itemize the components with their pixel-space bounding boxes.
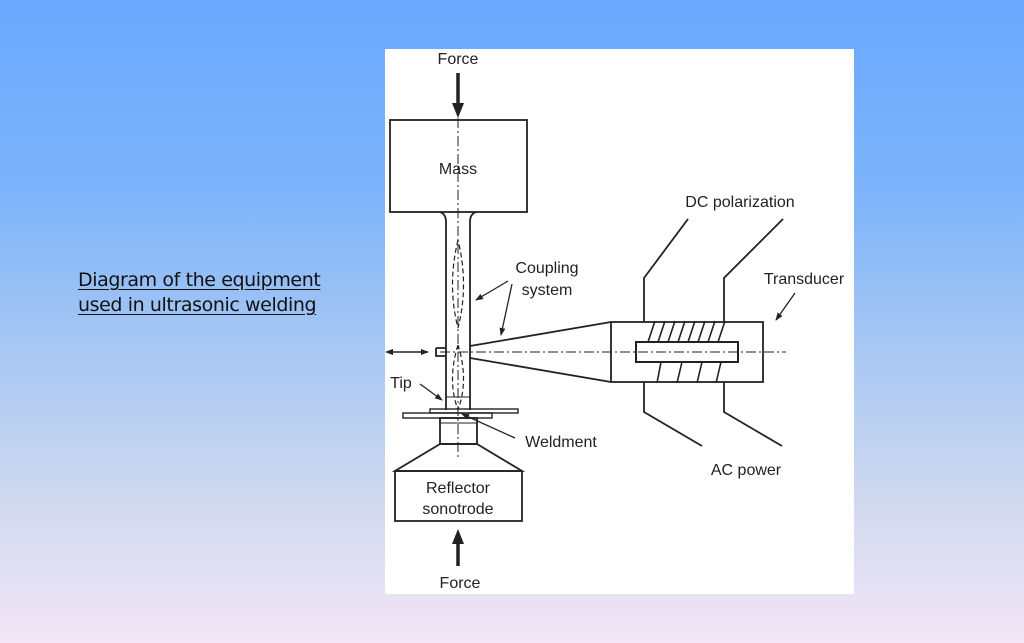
- label-weldment: Weldment: [525, 434, 597, 451]
- label-mass: Mass: [439, 161, 477, 178]
- horn: [435, 321, 612, 383]
- label-ac-power: AC power: [711, 462, 782, 479]
- reflector-sonotrode-block: [394, 470, 523, 522]
- label-reflector-line1: Reflector: [426, 480, 491, 497]
- coupling-leader-stem: [475, 280, 509, 301]
- label-coupling-line1: Coupling: [515, 260, 578, 277]
- coupling-stem: [439, 211, 477, 410]
- label-force-top: Force: [438, 51, 479, 68]
- centerline: [440, 118, 786, 460]
- label-reflector-line2: sonotrode: [422, 501, 493, 518]
- force-arrow-top: [452, 73, 464, 118]
- transducer-leader: [775, 292, 796, 321]
- label-transducer: Transducer: [764, 271, 845, 288]
- label-coupling-line2: system: [522, 282, 573, 299]
- coupling-leader-horn: [499, 283, 513, 336]
- ac-power-lead-left: [643, 382, 703, 447]
- diagram-caption: Diagram of the equipment used in ultraso…: [78, 268, 321, 318]
- diagram-panel: Force Mass Coupling system DC polarizati…: [385, 49, 854, 594]
- weldment-leader: [461, 413, 516, 439]
- dc-polarization-lead-right: [723, 218, 784, 322]
- dc-polarization-lead-left: [643, 218, 689, 322]
- force-arrow-bottom: [452, 529, 464, 566]
- coil-bottom: [656, 361, 722, 384]
- coil-top: [647, 320, 726, 343]
- caption-line-2: used in ultrasonic welding: [78, 294, 317, 316]
- label-dc-polarization: DC polarization: [685, 194, 794, 211]
- label-force-bottom: Force: [440, 575, 481, 592]
- ultrasonic-welding-diagram: Force Mass Coupling system DC polarizati…: [385, 51, 845, 592]
- label-tip: Tip: [390, 375, 412, 392]
- caption-line-1: Diagram of the equipment: [78, 269, 321, 291]
- tip-leader: [419, 383, 443, 401]
- ac-power-lead-right: [723, 382, 783, 447]
